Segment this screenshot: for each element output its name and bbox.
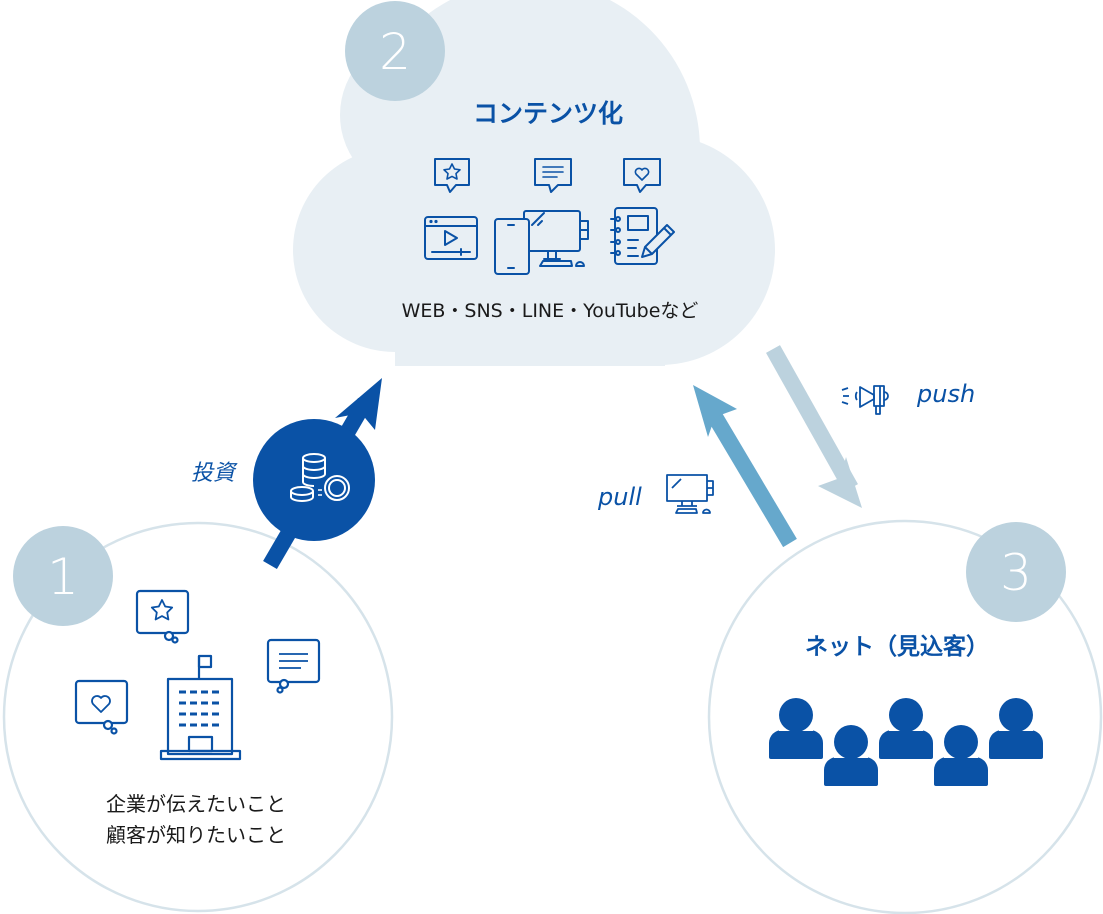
badge-2-number: 2 [379, 23, 411, 81]
company-line-1: 企業が伝えたいこと [106, 792, 286, 816]
text-bubble-icon [534, 158, 572, 193]
devices-icon [494, 210, 589, 275]
badge-1-number: 1 [47, 548, 79, 606]
text-bubble-icon [266, 638, 321, 694]
heart-bubble-icon [623, 158, 661, 193]
net-title: ネット（見込客） [805, 633, 989, 660]
heart-bubble-icon [74, 679, 129, 735]
coins-icon [290, 453, 350, 502]
pull-label: pull [597, 483, 642, 511]
cloud-subtitle: WEB・SNS・LINE・YouTubeなど [402, 300, 699, 322]
person-icon [934, 725, 988, 786]
star-bubble-icon [135, 589, 190, 644]
person-icon [989, 698, 1043, 759]
badge-1: 1 [13, 526, 113, 626]
video-player-icon [424, 216, 478, 260]
badge-2: 2 [345, 1, 445, 101]
star-bubble-icon [434, 158, 470, 193]
notebook-pencil-icon [610, 207, 675, 265]
office-building-icon [159, 654, 242, 761]
invest-arrow [253, 378, 382, 570]
push-arrow [766, 345, 862, 508]
monitor-icon [666, 474, 714, 514]
prospect-group [769, 698, 1043, 786]
invest-label: 投資 [191, 461, 238, 486]
megaphone-icon [841, 385, 889, 415]
badge-3-number: 3 [1000, 544, 1032, 602]
person-icon [769, 698, 823, 759]
person-icon [879, 698, 933, 759]
cloud-title: コンテンツ化 [473, 99, 623, 128]
person-icon [824, 725, 878, 786]
company-line-2: 顧客が知りたいこと [106, 823, 286, 847]
push-label: push [916, 380, 975, 408]
pull-arrow [693, 385, 797, 548]
company-circle [2, 521, 394, 913]
badge-3: 3 [966, 522, 1066, 622]
